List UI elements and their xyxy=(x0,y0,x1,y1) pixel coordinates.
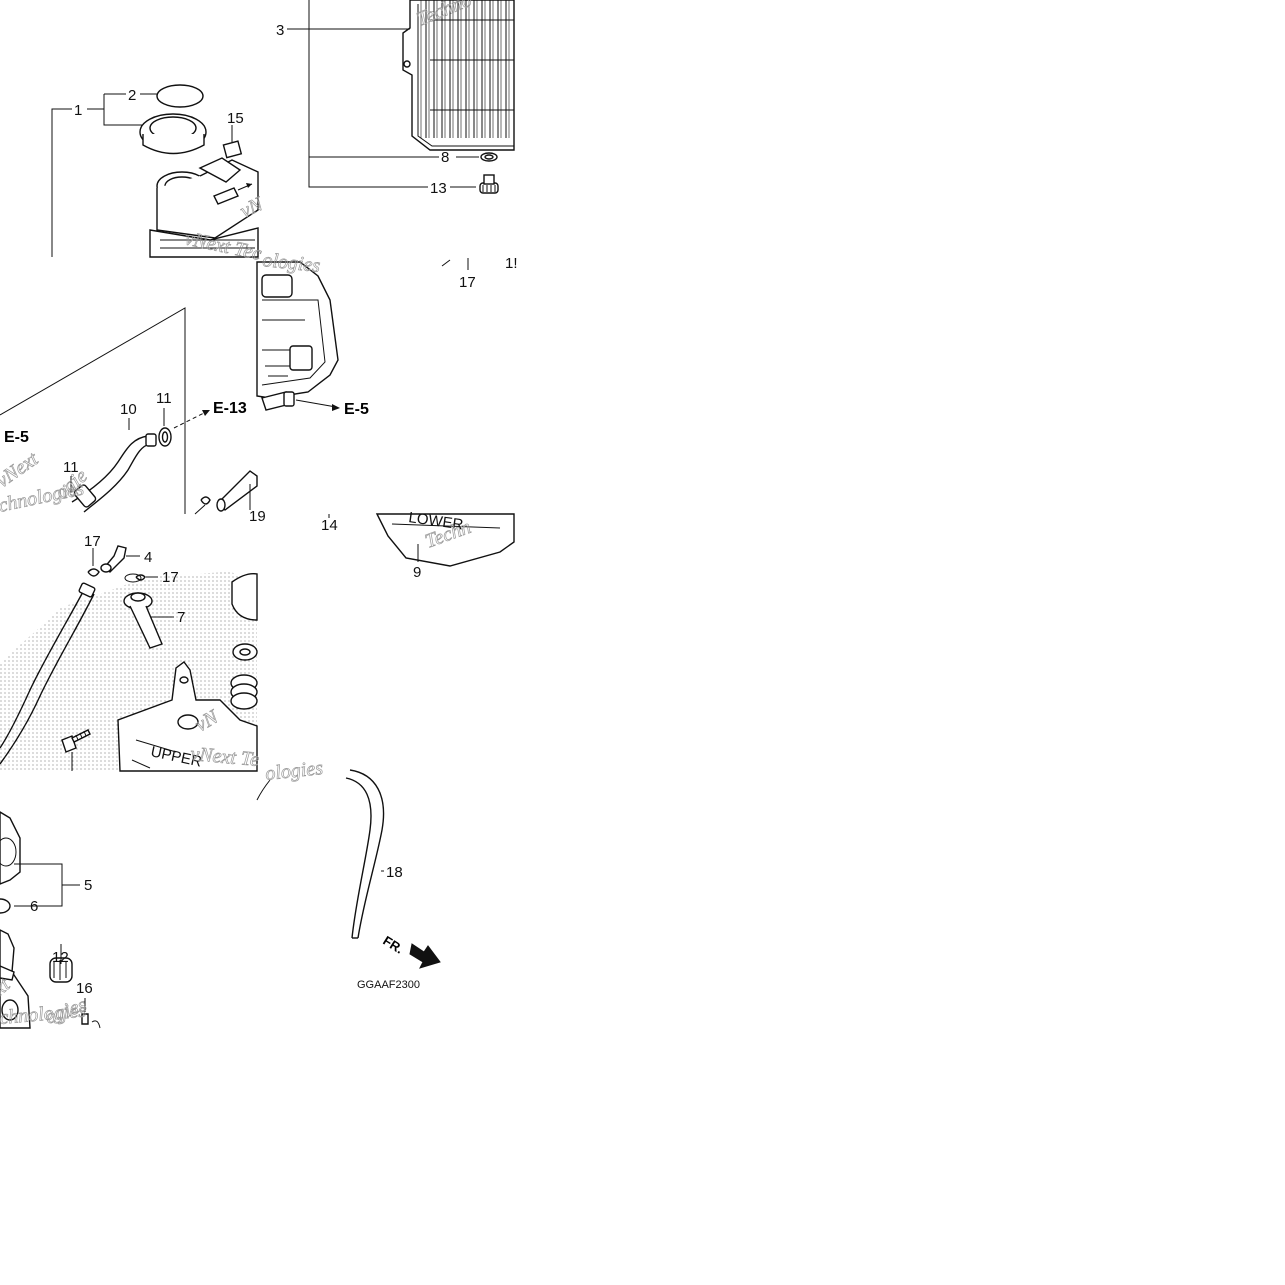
cap-part xyxy=(231,572,258,621)
bolt-part xyxy=(61,729,91,753)
front-direction-arrow: FR. xyxy=(380,933,441,969)
bellows-part xyxy=(230,674,258,710)
label-10: 10 xyxy=(120,401,137,418)
label-11: 11 xyxy=(63,459,79,476)
label-16: 16 xyxy=(76,980,93,997)
label-17: 17 xyxy=(84,533,101,550)
diagram-code: GGAAF2300 xyxy=(357,979,420,991)
label-9: 9 xyxy=(413,564,421,581)
label-6: 6 xyxy=(30,898,38,915)
label-7: 7 xyxy=(177,609,185,626)
watermark: vNext xyxy=(0,448,43,492)
filler-neck-part xyxy=(149,157,259,258)
tile-radiator-cap: 1 2 15 vNext Tec vN xyxy=(51,84,268,265)
thermostat-cover-part xyxy=(0,811,21,885)
label-13: 13 xyxy=(430,180,447,197)
leader-17 xyxy=(441,258,469,270)
label-5: 5 xyxy=(84,877,92,894)
label-19: 19 xyxy=(249,508,266,525)
reference-e13: E-13 xyxy=(213,400,247,417)
radiator-part xyxy=(402,0,515,151)
label-4: 4 xyxy=(144,549,152,566)
tile-reserve-tank: UPPER 17 4 17 7 vNext Te vN xyxy=(0,533,260,772)
reference-e5-right: E-5 xyxy=(344,401,369,418)
thermostat-housing-part xyxy=(0,929,31,1029)
o-ring-part xyxy=(156,84,204,108)
label-1: 1 xyxy=(74,102,82,119)
tank-cap-part xyxy=(123,592,163,649)
tile-thermostat-housing: E-5 ologies 17 1! 14 xyxy=(256,249,518,534)
hose-part xyxy=(345,777,372,939)
hose-part xyxy=(0,589,85,749)
leader-8-13 xyxy=(308,0,476,188)
radiator-cap-part xyxy=(139,113,207,155)
tile-radiator: Techno 3 8 13 xyxy=(276,0,515,197)
label-14: 14 xyxy=(321,517,338,534)
leader-1-2 xyxy=(103,93,157,126)
leader-5-6 xyxy=(14,863,80,907)
label-12: 12 xyxy=(52,949,69,966)
label-17: 17 xyxy=(459,274,476,291)
tile-tank-lower: LOWER Techn 9 xyxy=(375,509,515,581)
tile-overflow-hose: ologies 18 FR. GGAAF2300 xyxy=(256,757,441,991)
label-1-partial: 1! xyxy=(505,255,518,272)
tile-thermostat: 5 6 12 16 xt chnologies ogies xyxy=(0,811,101,1029)
label-8: 8 xyxy=(441,149,449,166)
bolt-part xyxy=(81,1013,89,1025)
watermark: ologies xyxy=(264,757,324,785)
reserve-tank-part xyxy=(117,661,258,772)
housing-part xyxy=(256,261,339,399)
clamp-part xyxy=(87,568,100,577)
o-ring-part xyxy=(0,898,11,914)
frame-line xyxy=(0,307,186,514)
drain-bolt-part xyxy=(479,174,499,194)
clamp-part xyxy=(200,496,211,505)
front-marker: FR. xyxy=(380,933,406,957)
label-17: 17 xyxy=(162,569,179,586)
label-15: 15 xyxy=(227,110,244,127)
label-3: 3 xyxy=(276,22,284,39)
reference-e5-left: E-5 xyxy=(4,429,29,446)
label-2: 2 xyxy=(128,87,136,104)
leader-1 xyxy=(51,108,104,257)
tile-bypass-hose: 10 11 11 19 E-5 E-13 vNext chnologies og… xyxy=(0,307,266,525)
clip-part xyxy=(222,140,243,159)
label-11: 11 xyxy=(156,390,172,407)
label-18: 18 xyxy=(386,864,403,881)
